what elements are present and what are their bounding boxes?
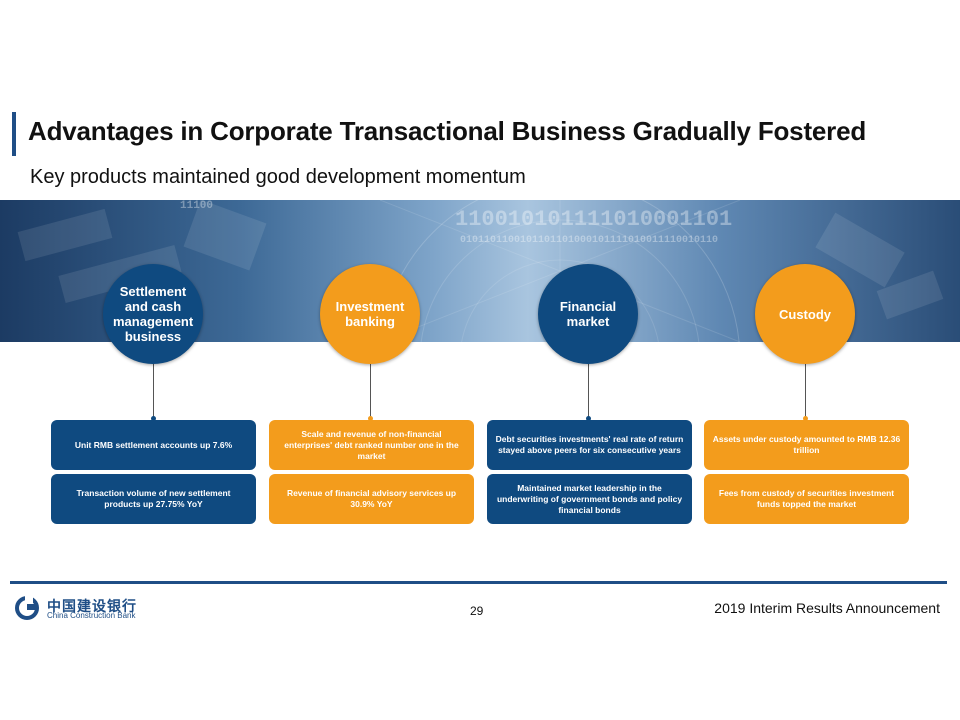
pillar-label: Settlement and cash management business [113, 284, 194, 344]
svg-text:010110110010110110100010111101: 0101101100101101101000101111010011110010… [460, 235, 718, 246]
pillar-detail-text: Transaction volume of new settlement pro… [76, 488, 231, 509]
announcement-title: 2019 Interim Results Announcement [714, 600, 940, 616]
pillar-detail-box: Revenue of financial advisory services u… [269, 474, 474, 524]
pillar-detail-text: Debt securities investments' real rate o… [495, 434, 684, 455]
pillar-label: Financial market [559, 299, 617, 329]
pillar-label: Investment banking [335, 299, 405, 329]
pillar-detail-box: Assets under custody amounted to RMB 12.… [704, 420, 909, 470]
pillar-detail-box: Fees from custody of securities investme… [704, 474, 909, 524]
banner-decoration: 110010101111010001101 010110110010110110… [17, 200, 944, 342]
pillar-detail-box: Debt securities investments' real rate o… [487, 420, 692, 470]
pillar-detail-text: Revenue of financial advisory services u… [286, 488, 457, 509]
ccb-logo-icon [15, 596, 39, 620]
pillar-connector-dot [368, 416, 373, 421]
pillar-detail-text: Scale and revenue of non-financial enter… [284, 428, 459, 461]
pillar-connector-dot [151, 416, 156, 421]
pillar-label: Custody [779, 306, 831, 322]
pillar-detail-box: Maintained market leadership in the unde… [487, 474, 692, 524]
pillar-detail-text: Assets under custody amounted to RMB 12.… [712, 434, 901, 455]
pillar-detail-text: Maintained market leadership in the unde… [496, 482, 683, 515]
slide-title: Advantages in Corporate Transactional Bu… [28, 116, 867, 146]
pillar-detail-text: Unit RMB settlement accounts up 7.6% [74, 439, 233, 450]
pillar-circle-1: Investment banking [320, 264, 420, 364]
pillar-connector-dot [803, 416, 808, 421]
pillar-connector-line [588, 364, 589, 420]
pillar-connector-line [370, 364, 371, 420]
pillar-detail-box: Transaction volume of new settlement pro… [51, 474, 256, 524]
slide-subtitle: Key products maintained good development… [30, 166, 526, 188]
pillar-circle-2: Financial market [538, 264, 638, 364]
pillar-detail-text: Fees from custody of securities investme… [718, 488, 895, 509]
pillar-connector-line [805, 364, 806, 420]
pillar-detail-box: Unit RMB settlement accounts up 7.6% [51, 420, 256, 470]
pillar-circle-3: Custody [755, 264, 855, 364]
footer-rule [10, 581, 947, 584]
pillar-circle-0: Settlement and cash management business [103, 264, 203, 364]
svg-text:11100: 11100 [180, 200, 213, 212]
title-accent-bar [12, 112, 16, 156]
bank-name-cn: 中国建设银行 [47, 598, 137, 614]
bank-name-en: China Construction Bank [47, 611, 136, 620]
pillar-connector-dot [586, 416, 591, 421]
pillar-detail-box: Scale and revenue of non-financial enter… [269, 420, 474, 470]
svg-text:110010101111010001101: 110010101111010001101 [455, 207, 732, 232]
pillar-connector-line [153, 364, 154, 420]
page-number: 29 [470, 604, 484, 618]
